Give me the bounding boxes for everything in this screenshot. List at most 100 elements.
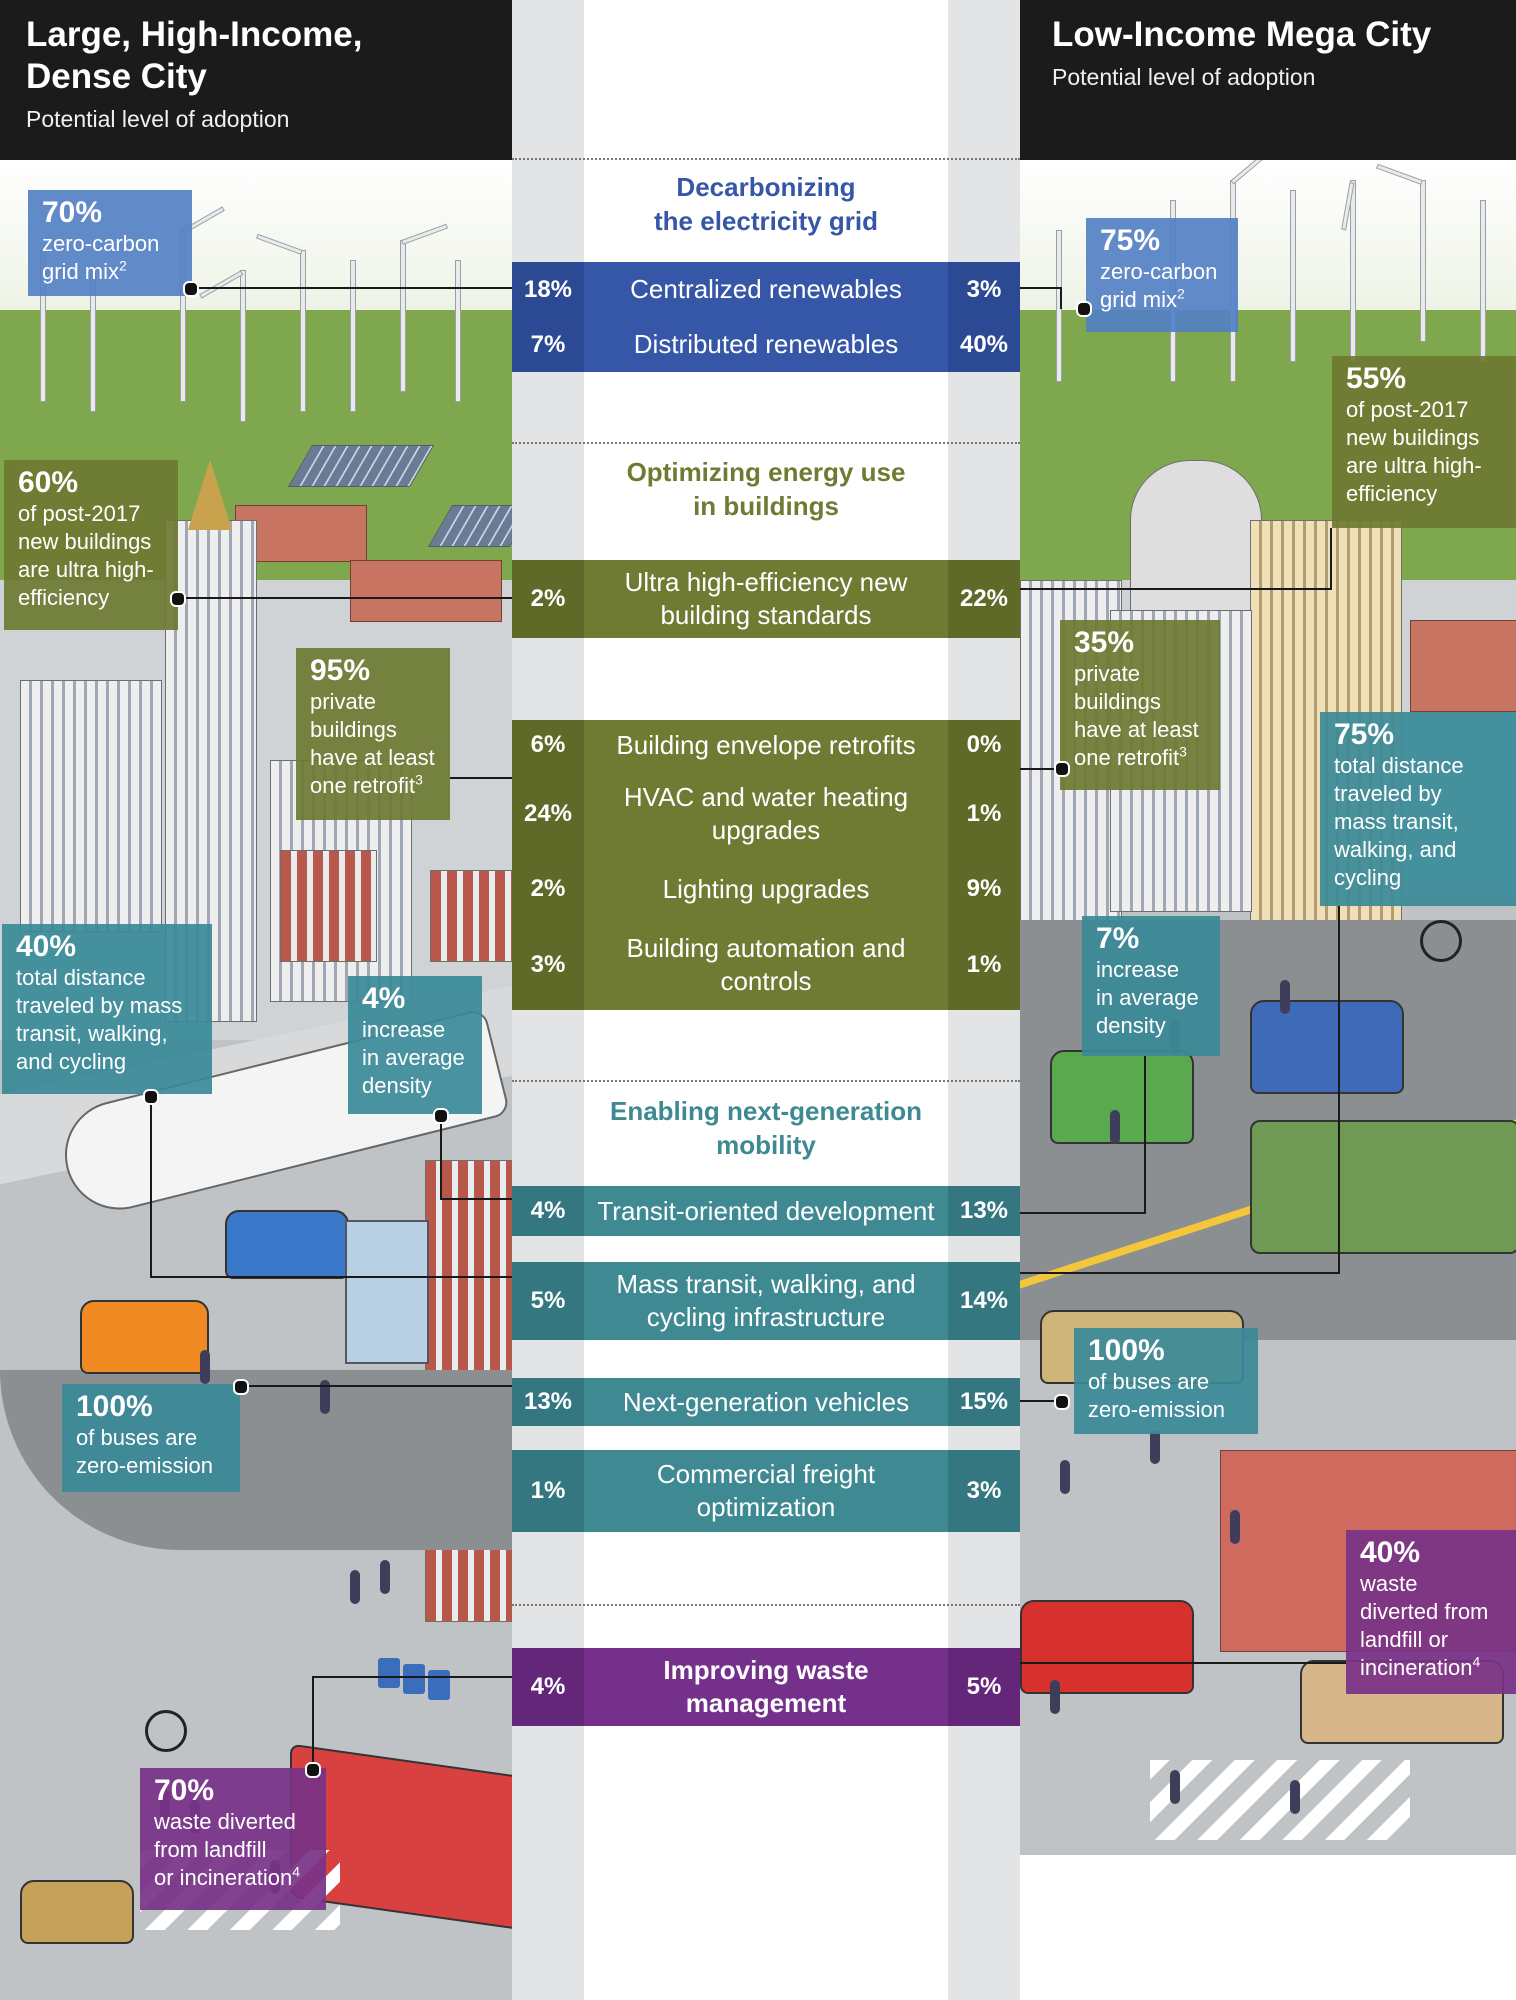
leader-line [440,1114,442,1198]
right-panel-subtitle: Potential level of adoption [1052,64,1316,90]
pedestrian-icon [1060,1460,1070,1494]
section-title-electricity-grid: Decarbonizing the electricity grid [654,172,878,236]
callout-waste-diverted: 70% waste diverted from landfill or inci… [140,1768,326,1910]
leader-line [440,1198,512,1200]
crosswalk [1150,1760,1410,1840]
leader-line [312,1676,512,1678]
pedestrian-icon [1230,1510,1240,1544]
right-city-panel: Low-Income Mega City Potential level of … [1020,0,1516,1855]
leader-line [1144,1056,1146,1214]
car-icon [80,1300,209,1374]
callout-mass-transit-distance: 75% total distance traveled by mass tran… [1320,712,1516,906]
house-icon [1410,620,1516,712]
callout-density-increase: 7% increase in average density [1082,916,1220,1056]
pedestrian-icon [1110,1110,1120,1144]
leader-line [178,597,512,599]
bus-icon [1250,1120,1516,1254]
office-building-icon [20,680,162,932]
wind-turbine-icon [350,260,356,412]
section-rows-retrofits: 6% Building envelope retrofits 0% 24% HV… [512,720,1020,1010]
section-divider [512,158,1020,160]
section-divider [512,1604,1020,1606]
leader-dot [233,1379,249,1395]
right-panel-title: Low-Income Mega City [1052,15,1432,54]
solar-panel-icon [287,445,435,487]
section-title-mobility: Enabling next-generation mobility [609,1096,923,1160]
leader-dot [433,1108,449,1124]
callout-waste-diverted: 40% waste diverted from landfill or inci… [1346,1530,1516,1694]
leader-line [1338,906,1340,1274]
left-panel-subtitle: Potential level of adoption [26,106,290,132]
section-divider [512,1080,1020,1082]
left-panel-title: Large, High-Income, Dense City [26,15,363,96]
leader-line [150,1276,512,1278]
row-mass-transit-infrastructure: 5% Mass transit, walking, and cycling in… [512,1262,1020,1340]
callout-ultra-efficient-buildings: 55% of post-2017 new buildings are ultra… [1332,356,1516,528]
leader-line [1020,1272,1338,1274]
section-divider [512,442,1020,444]
car-icon [1250,1000,1404,1094]
leader-dot [305,1762,321,1778]
wind-turbine-icon [1480,200,1486,362]
leader-line [150,1094,152,1276]
row-hvac-upgrades: 24% HVAC and water heating upgrades 1% [512,770,1020,858]
left-city-panel: Large, High-Income, Dense City Potential… [0,0,512,2000]
leader-dot [1054,1394,1070,1410]
car-icon [225,1210,349,1279]
brick-building-icon [280,850,377,962]
cyclist-icon [1420,920,1462,962]
leader-line [1020,1212,1144,1214]
leader-dot [1054,761,1070,777]
wind-turbine-icon [400,240,406,392]
leader-line [312,1676,314,1768]
leader-line [240,1385,512,1387]
pedestrian-icon [1050,1680,1060,1714]
recycling-bin-icon [428,1670,450,1700]
car-icon [20,1880,134,1944]
callout-building-retrofits: 95% private buildings have at least one … [296,648,450,820]
pedestrian-icon [1170,1770,1180,1804]
pedestrian-icon [350,1570,360,1604]
left-panel-header: Large, High-Income, Dense City Potential… [0,0,512,160]
wind-turbine-icon [240,270,246,422]
recycling-bin-icon [403,1664,425,1694]
pedestrian-icon [1290,1780,1300,1814]
row-lighting-upgrades: 2% Lighting upgrades 9% [512,858,1020,920]
right-panel-header: Low-Income Mega City Potential level of … [1020,0,1516,160]
leader-line [1020,1662,1346,1664]
row-improving-waste-management: 4% Improving waste management 5% [512,1648,1020,1726]
spire-icon [188,460,232,530]
row-building-automation: 3% Building automation and controls 1% [512,920,1020,1010]
recycling-bin-icon [378,1658,400,1688]
pedestrian-icon [200,1350,210,1384]
row-distributed-renewables: 7% Distributed renewables 40% [512,317,1020,372]
car-icon [1050,1050,1194,1144]
pedestrian-icon [1150,1430,1160,1464]
row-next-generation-vehicles: 13% Next-generation vehicles 15% [512,1378,1020,1426]
car-icon [1020,1600,1194,1694]
leader-line [1330,528,1332,590]
leader-line [1020,1400,1060,1402]
wind-turbine-icon [1350,180,1356,362]
pedestrian-icon [320,1380,330,1414]
callout-building-retrofits: 35% private buildings have at least one … [1060,620,1220,790]
leader-line [1020,287,1060,289]
leader-line [190,287,512,289]
callout-zero-carbon-grid: 70% zero-carbon grid mix2 [28,190,192,296]
callout-zero-carbon-grid: 75% zero-carbon grid mix2 [1086,218,1238,332]
leader-dot [1076,301,1092,317]
callout-ultra-efficient-buildings: 60% of post-2017 new buildings are ultra… [4,460,178,630]
brick-building-icon [430,870,512,962]
section-rows-electricity-grid: 18% Centralized renewables 3% 7% Distrib… [512,262,1020,372]
leader-dot [170,591,186,607]
leader-line [450,777,512,779]
row-centralized-renewables: 18% Centralized renewables 3% [512,262,1020,317]
interventions-column: Decarbonizing the electricity grid 18% C… [512,0,1020,2000]
wind-turbine-icon [300,250,306,412]
wind-turbine-icon [1290,190,1296,362]
house-icon [235,505,367,562]
cyclist-icon [145,1710,187,1752]
section-title-buildings: Optimizing energy use in buildings [626,457,906,521]
bus-shelter-icon [345,1220,429,1364]
callout-density-increase: 4% increase in average density [348,976,482,1114]
